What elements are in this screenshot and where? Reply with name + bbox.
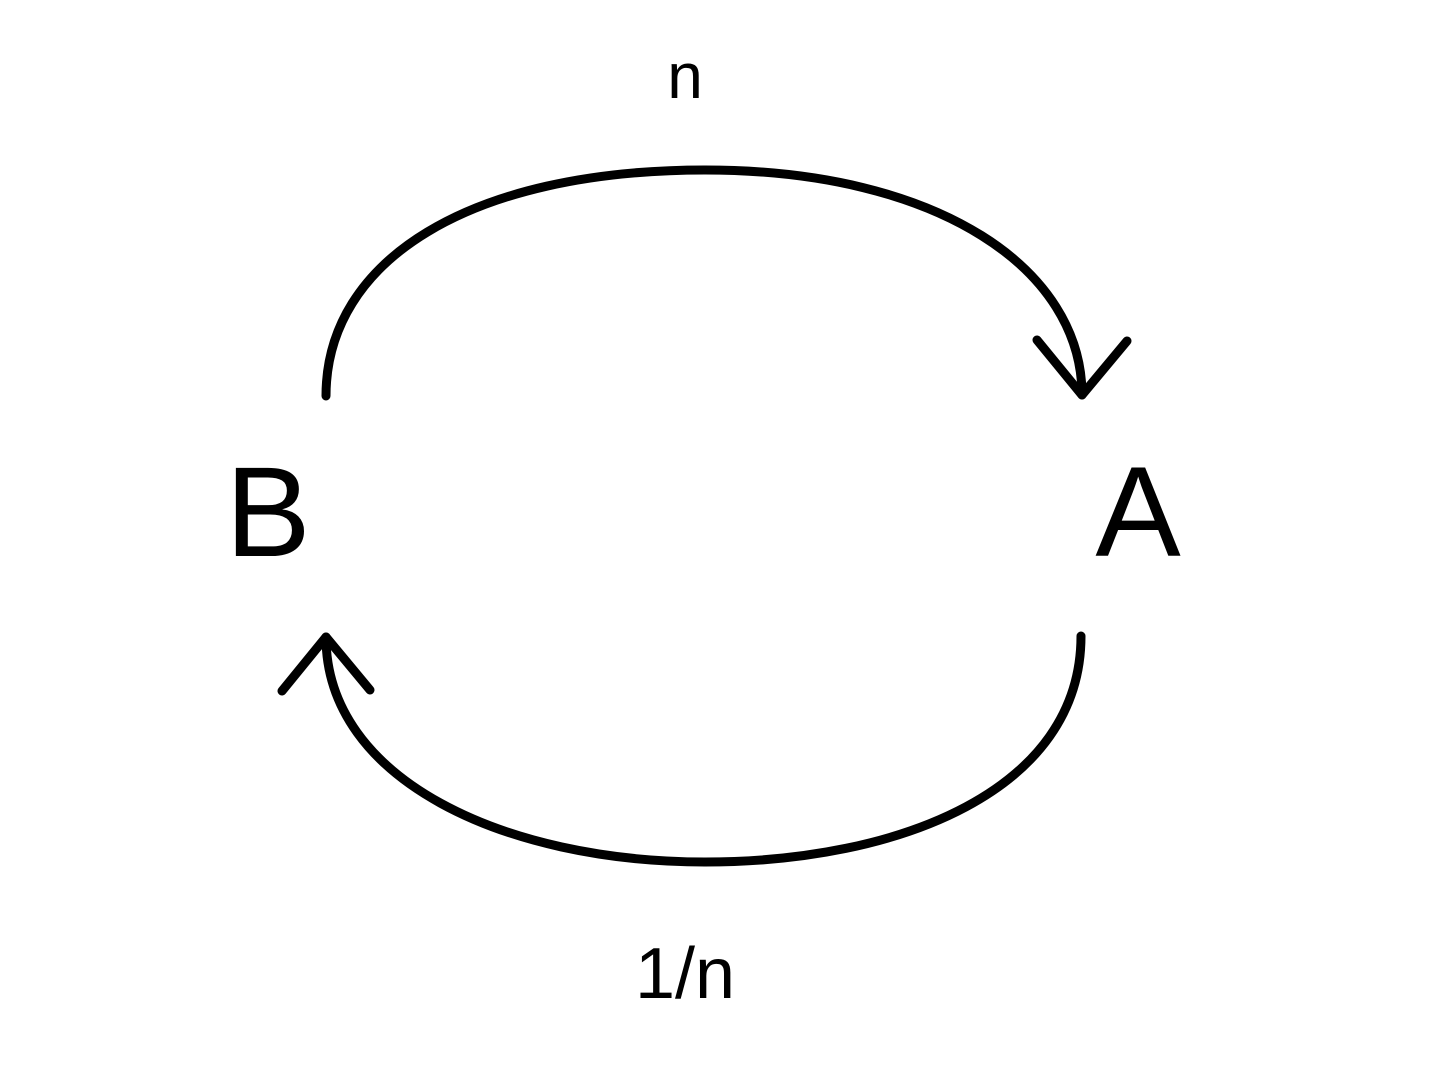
edge-b-to-a (321, 165, 1132, 401)
node-b-label: B (225, 441, 310, 584)
edge-b-to-a-label: n (667, 40, 703, 112)
node-a-label: A (1095, 441, 1181, 584)
edge-a-to-b (277, 631, 1086, 867)
edge-a-to-b-curve (321, 631, 1086, 867)
edge-b-to-a-curve (321, 165, 1087, 401)
edge-a-to-b-arrowhead-icon (277, 632, 375, 696)
edge-a-to-b-label: 1/n (635, 934, 735, 1014)
edge-b-to-a-arrowhead-icon (1032, 335, 1132, 400)
